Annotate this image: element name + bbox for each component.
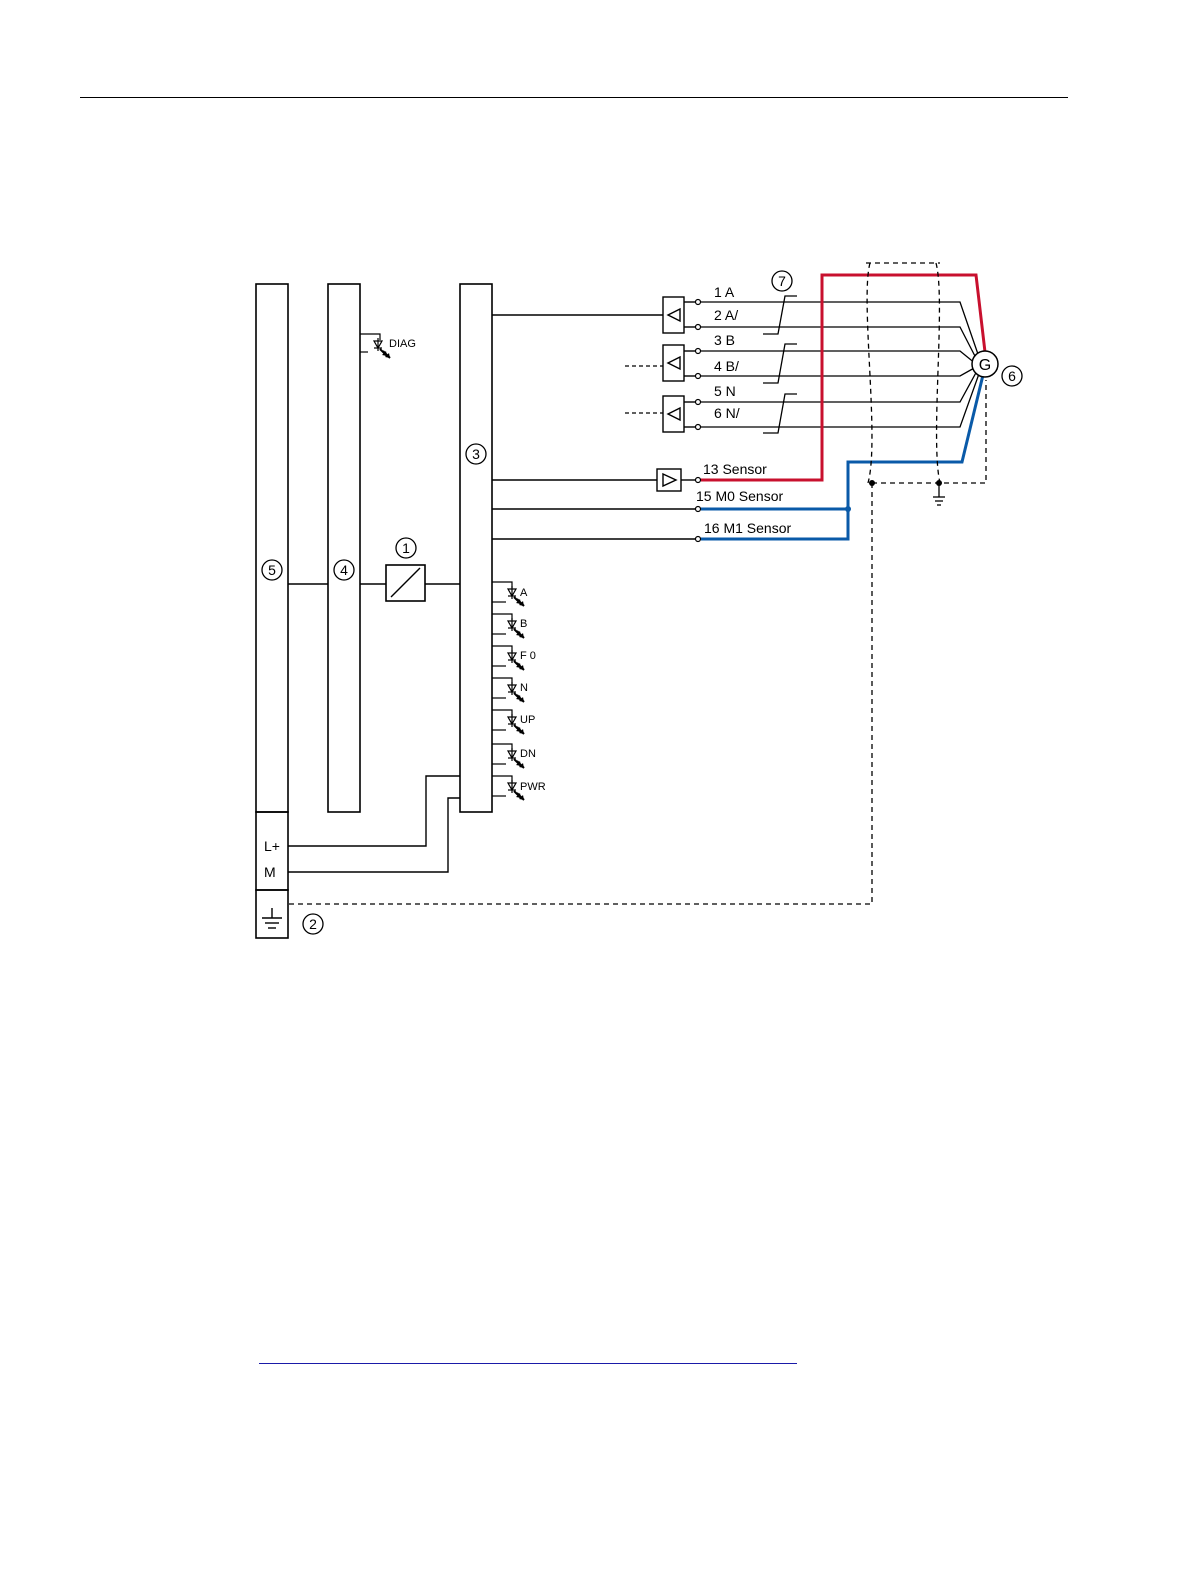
led-diag-label: DIAG [389,338,416,350]
receiver-a [663,297,696,333]
receiver-n [663,396,696,432]
terminal-4-label: 4 B/ [714,358,739,374]
module-3-bar [460,284,492,812]
led-b-label: B [520,618,527,630]
sensor-line-red [701,275,985,480]
terminal-1-label: 1 A [714,284,735,300]
cable-shield [288,263,986,904]
led-n-label: N [520,682,528,694]
terminal-3-label: 3 B [714,332,735,348]
terminal-16-label: 16 M1 Sensor [704,520,791,536]
led-f0-label: F 0 [520,650,536,662]
receiver-b [663,345,696,381]
callout-3: 3 [472,446,480,462]
module-4-bar [328,284,360,812]
diag-led-icon [360,334,380,352]
supply-m-label: M [264,864,276,880]
callout-2: 2 [309,916,317,932]
callout-5: 5 [268,562,276,578]
terminal-2-label: 2 A/ [714,307,738,323]
sensor-buffer [657,469,696,491]
terminal-15-label: 15 M0 Sensor [696,488,783,504]
footer-link-underline[interactable] [259,1363,797,1364]
led-pwr-label: PWR [520,781,546,793]
terminal-6-label: 6 N/ [714,405,740,421]
callout-6: 6 [1008,368,1016,384]
supply-lplus-label: L+ [264,838,280,854]
led-up-label: UP [520,714,535,726]
ground-icon [262,908,282,928]
led-dn-label: DN [520,748,536,760]
led-a-label: A [520,587,528,599]
encoder-g-label: G [979,357,991,374]
isolator-icon [386,565,425,601]
callout-7: 7 [778,273,786,289]
module-5-bar [256,284,288,812]
callout-1: 1 [402,540,410,556]
terminal-13-label: 13 Sensor [703,461,767,477]
callout-4: 4 [340,562,348,578]
terminal-5-label: 5 N [714,383,736,399]
